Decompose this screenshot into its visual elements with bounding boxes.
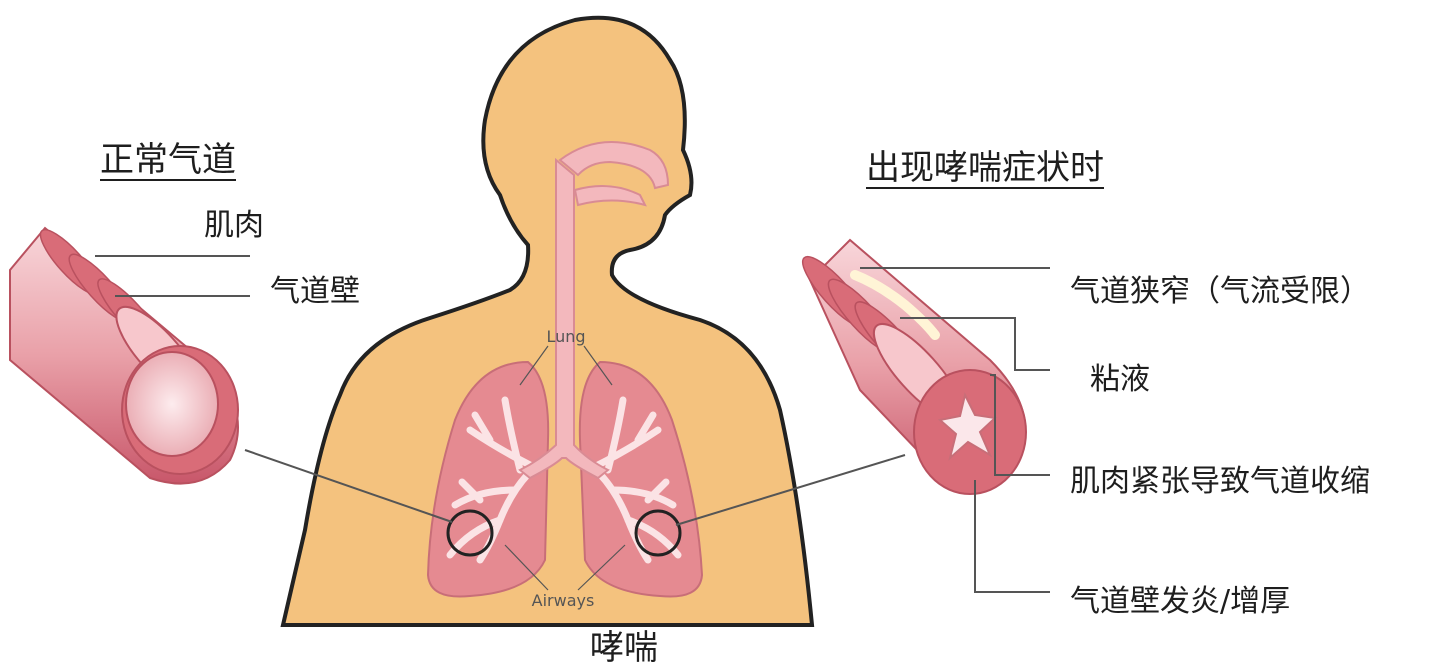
- narrowed-airway-label: 气道狭窄（气流受限）: [1070, 266, 1370, 310]
- normal-airway-heading: 正常气道: [100, 132, 236, 181]
- human-silhouette: [283, 18, 812, 625]
- body-outline: [283, 18, 812, 625]
- inflamed-leader: [975, 480, 1050, 592]
- airways-label: Airways: [532, 591, 595, 610]
- inflamed-wall-label: 气道壁发炎/增厚: [1070, 576, 1290, 620]
- lung-label: Lung: [546, 327, 585, 346]
- airway-wall-label: 气道壁: [270, 266, 360, 310]
- asthma-caption: 哮喘: [590, 620, 658, 669]
- asthma-airway-illustration: [795, 240, 1026, 494]
- muscle-label: 肌肉: [204, 200, 264, 244]
- asthma-symptom-heading: 出现哮喘症状时: [866, 140, 1104, 189]
- muscle-tightening-label: 肌肉紧张导致气道收缩: [1070, 456, 1370, 500]
- normal-airway-illustration: [10, 223, 238, 484]
- normal-airway-lumen: [126, 352, 218, 456]
- mucus-label: 粘液: [1090, 354, 1150, 398]
